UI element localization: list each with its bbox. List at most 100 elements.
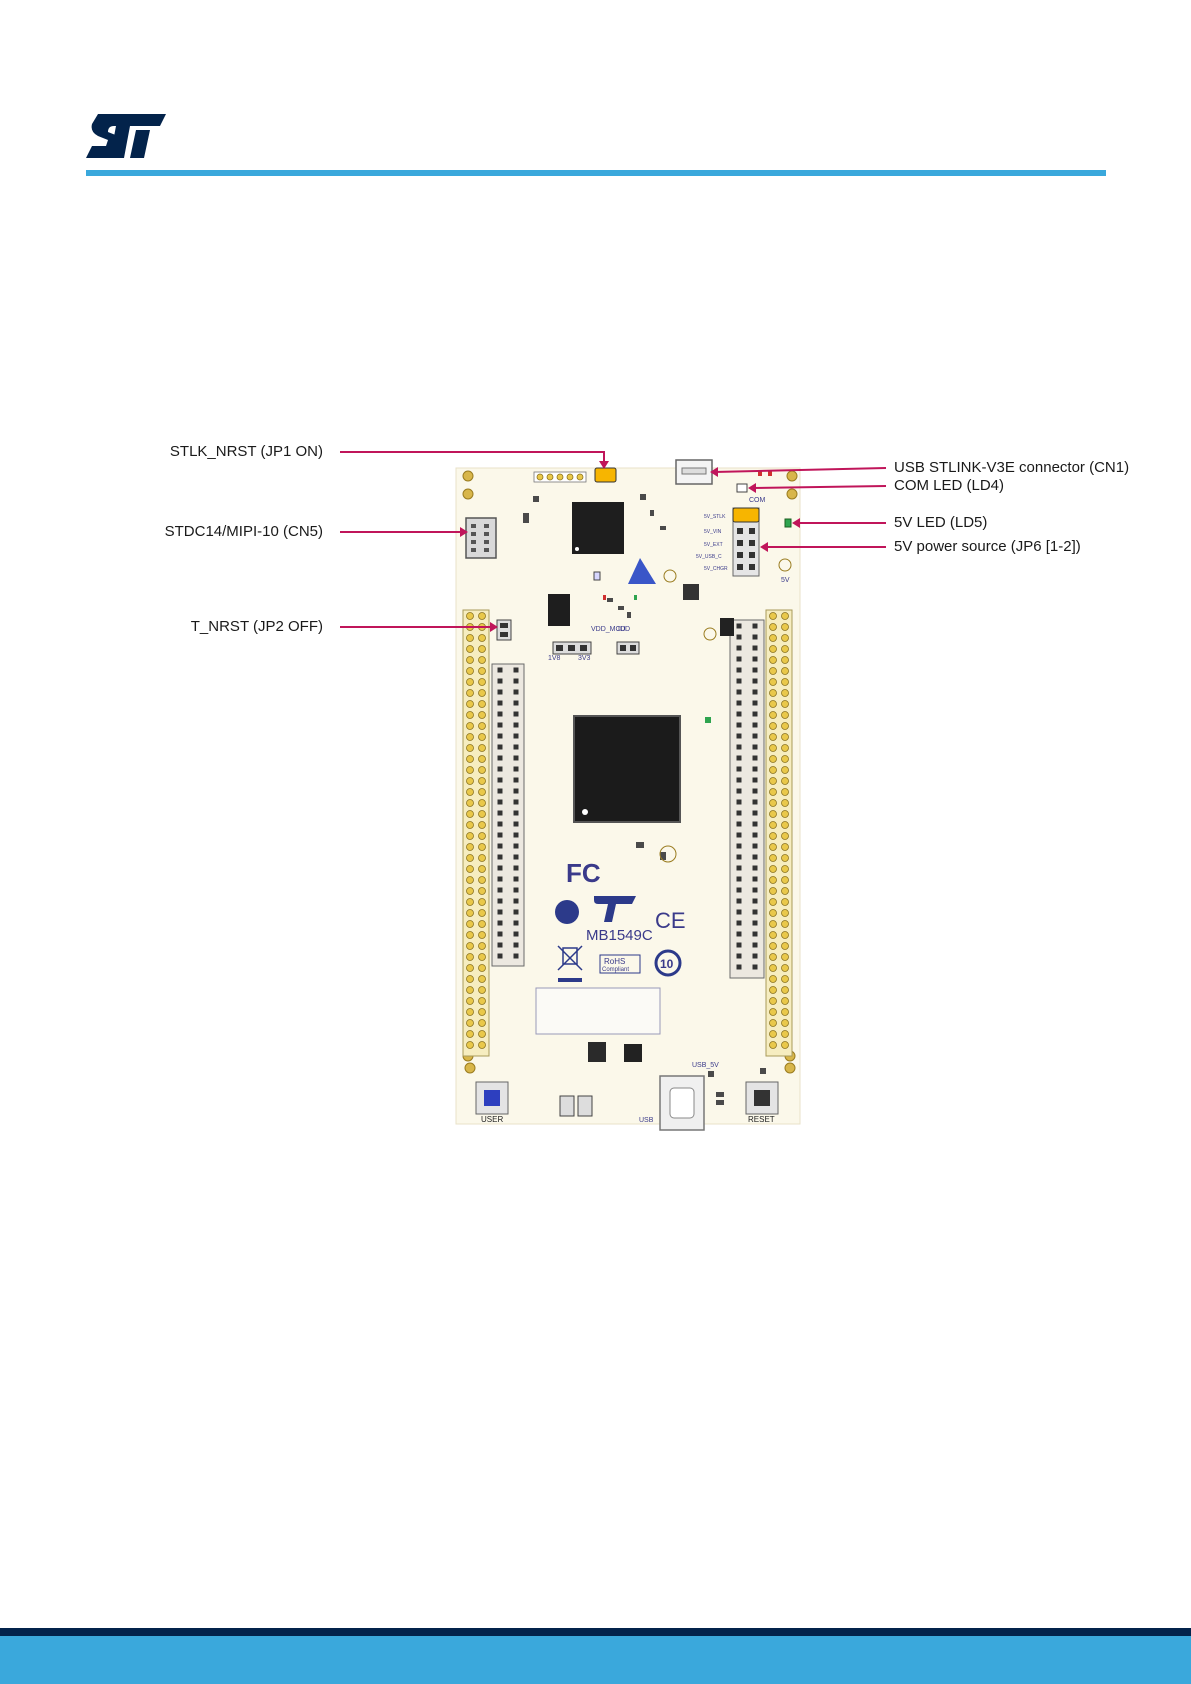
- header-pin: [737, 954, 742, 959]
- header-pin: [498, 800, 503, 805]
- header-pin: [782, 756, 789, 763]
- header-pin: [782, 679, 789, 686]
- header-pin: [770, 723, 777, 730]
- header-pin: [479, 822, 486, 829]
- header-pin: [753, 943, 758, 948]
- header-pin: [770, 756, 777, 763]
- header-pin: [770, 712, 777, 719]
- header-pin: [753, 833, 758, 838]
- header-pin: [514, 921, 519, 926]
- header-pin: [479, 657, 486, 664]
- header-pin: [782, 877, 789, 884]
- header-pin: [514, 723, 519, 728]
- header-pin: [782, 734, 789, 741]
- header-pin: [770, 778, 777, 785]
- svg-text:CE: CE: [655, 908, 686, 933]
- header-pin: [782, 1020, 789, 1027]
- header-pin: [770, 690, 777, 697]
- header-pin: [467, 833, 474, 840]
- header-pin: [753, 910, 758, 915]
- header-pin: [737, 833, 742, 838]
- header-pin: [479, 745, 486, 752]
- header-pin: [753, 723, 758, 728]
- header-pin: [467, 1009, 474, 1016]
- header-pin: [467, 987, 474, 994]
- header-pin: [479, 690, 486, 697]
- header-pin: [498, 789, 503, 794]
- header-pin: [782, 701, 789, 708]
- callout-usb-stlink: USB STLINK-V3E connector (CN1): [894, 459, 1129, 477]
- header-pin: [782, 965, 789, 972]
- header-pin: [514, 932, 519, 937]
- header-pin: [782, 921, 789, 928]
- header-pin: [770, 932, 777, 939]
- header-pin: [467, 756, 474, 763]
- header-pin: [770, 943, 777, 950]
- svg-text:FC: FC: [566, 858, 601, 888]
- header-pin: [498, 822, 503, 827]
- header-pin: [479, 635, 486, 642]
- header-pin: [737, 745, 742, 750]
- header-pin: [753, 712, 758, 717]
- header-pin: [753, 635, 758, 640]
- header-pin: [479, 976, 486, 983]
- svg-text:5V_EXT: 5V_EXT: [704, 542, 723, 548]
- header-pin: [498, 910, 503, 915]
- header-pin: [770, 679, 777, 686]
- header-pin: [467, 965, 474, 972]
- header-pin: [770, 1042, 777, 1049]
- header-pin: [467, 613, 474, 620]
- header-pin: [467, 866, 474, 873]
- header-pin: [737, 778, 742, 783]
- header-pin: [737, 690, 742, 695]
- header-pin: [737, 943, 742, 948]
- arrow-stlk-nrst: [340, 452, 604, 462]
- header-pin: [770, 910, 777, 917]
- svg-text:5V_USB_C: 5V_USB_C: [696, 554, 722, 560]
- header-pin: [770, 657, 777, 664]
- header-pin: [782, 888, 789, 895]
- header-pin: [737, 965, 742, 970]
- header-pin: [498, 877, 503, 882]
- header-pin: [514, 679, 519, 684]
- header-pin: [467, 657, 474, 664]
- callout-t-nrst: T_NRST (JP2 OFF): [191, 618, 323, 636]
- header-pin: [498, 844, 503, 849]
- header-pin: [782, 811, 789, 818]
- header-pin: [737, 844, 742, 849]
- header-pin: [753, 866, 758, 871]
- header-pin: [737, 734, 742, 739]
- header-pin: [467, 899, 474, 906]
- header-pin: [770, 976, 777, 983]
- header-pin: [498, 690, 503, 695]
- header-pin: [479, 1042, 486, 1049]
- header-pin: [514, 855, 519, 860]
- header-pin: [753, 932, 758, 937]
- header-pin: [467, 800, 474, 807]
- header-pin: [467, 888, 474, 895]
- header-pin: [498, 855, 503, 860]
- header-pin: [479, 921, 486, 928]
- header-pin: [467, 679, 474, 686]
- stlink-mcu: [572, 502, 624, 554]
- header-pin: [479, 855, 486, 862]
- header-pin: [514, 690, 519, 695]
- header-pin: [479, 1031, 486, 1038]
- header-pin: [737, 668, 742, 673]
- svg-text:USB: USB: [639, 1117, 654, 1124]
- header-pin: [479, 767, 486, 774]
- header-pin: [737, 657, 742, 662]
- header-pin: [782, 976, 789, 983]
- header-pin: [737, 811, 742, 816]
- header-pin: [467, 943, 474, 950]
- header-pin: [498, 932, 503, 937]
- header-pin: [737, 712, 742, 717]
- header-pin: [479, 811, 486, 818]
- header-pin: [782, 712, 789, 719]
- svg-text:3V3: 3V3: [578, 655, 591, 662]
- header-pin: [479, 987, 486, 994]
- header-pin: [467, 811, 474, 818]
- header-pin: [770, 855, 777, 862]
- header-pin: [753, 921, 758, 926]
